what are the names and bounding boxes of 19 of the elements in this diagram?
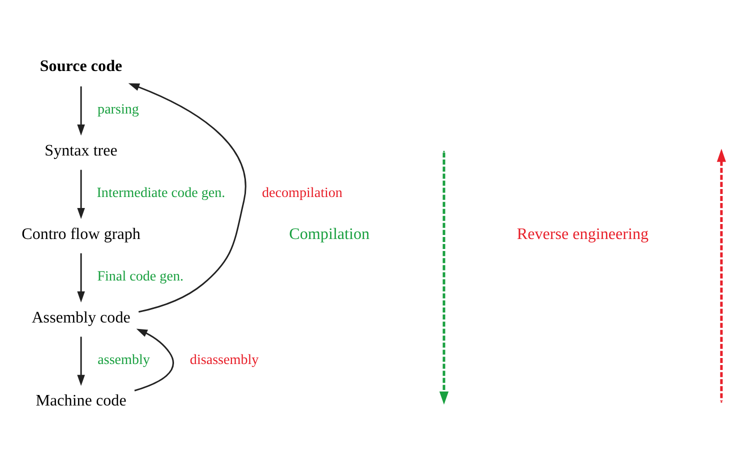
- node-text: Contro flow graph: [21, 226, 140, 243]
- arrow: [76, 336, 84, 386]
- node-text: Assembly code: [31, 309, 130, 326]
- node-text: Machine code: [35, 392, 126, 410]
- arrow: [134, 328, 174, 392]
- label: Reverse engineering: [516, 226, 648, 243]
- edge-label: assembly: [97, 352, 150, 368]
- edge-label: Intermediate code gen.: [96, 185, 225, 201]
- edge-label: disassembly: [189, 352, 258, 368]
- arrow: [128, 83, 246, 313]
- arrow: [76, 170, 84, 220]
- label: Compilation: [288, 226, 370, 243]
- node-text: Syntax tree: [44, 142, 117, 160]
- edge-label: Final code gen.: [96, 268, 184, 284]
- edge-label: parsing: [97, 102, 138, 118]
- node-text: Source code: [39, 58, 122, 75]
- edge-label: decompilation: [261, 185, 342, 201]
- arrow: [76, 253, 84, 302]
- arrow: [76, 86, 84, 136]
